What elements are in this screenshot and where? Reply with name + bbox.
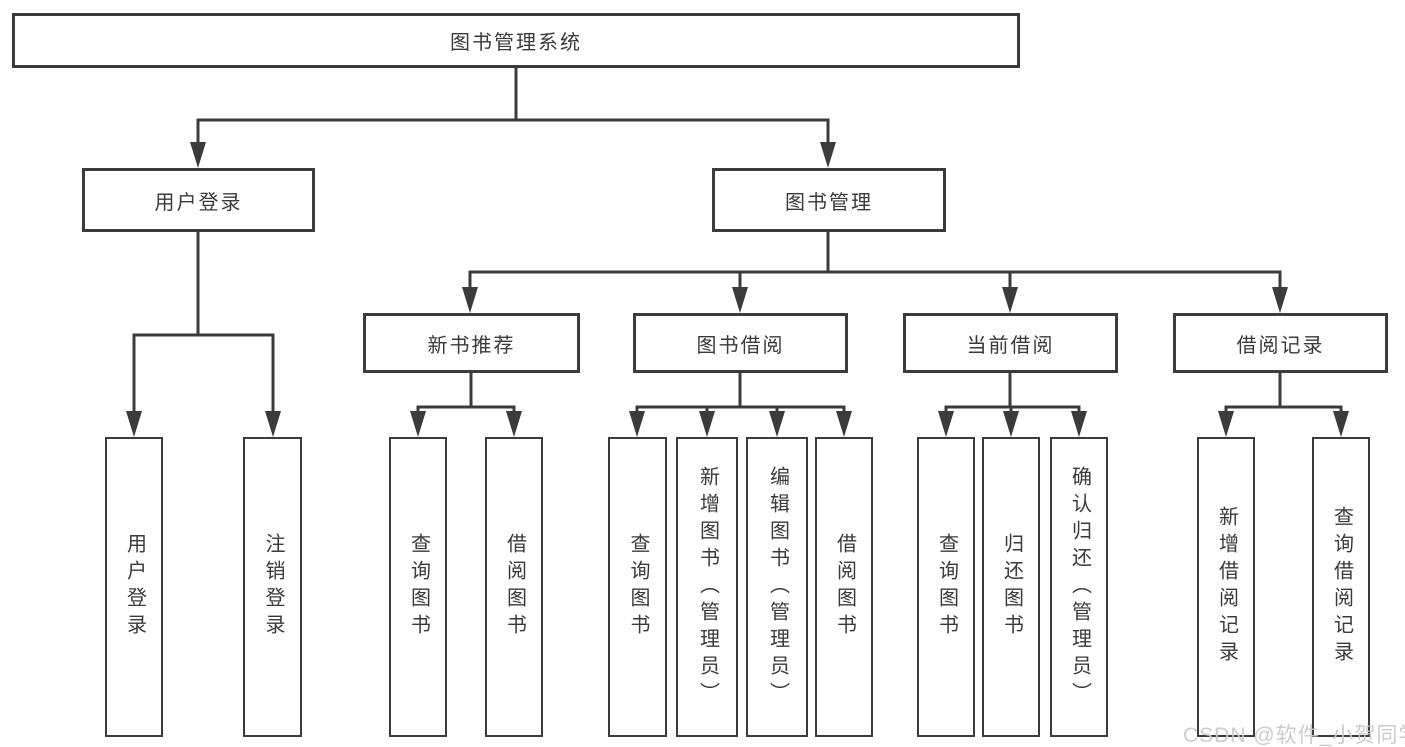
arrowheads xyxy=(126,142,1349,437)
leaf-borrow-query-book: 查询图书 xyxy=(608,437,667,737)
leaf-newrec-borrow-book: 借阅图书 xyxy=(485,437,543,737)
leaf-user-login: 用户登录 xyxy=(105,437,163,737)
node-new-book-recommend: 新书推荐 xyxy=(363,313,580,373)
node-borrow-record: 借阅记录 xyxy=(1173,313,1388,373)
leaf-edit-book-admin: 编辑图书（管理员） xyxy=(746,437,808,737)
leaf-add-borrow-record: 新增借阅记录 xyxy=(1197,437,1255,737)
leaf-logout: 注销登录 xyxy=(243,437,302,737)
leaf-confirm-return-admin: 确认归还（管理员） xyxy=(1050,437,1108,737)
leaf-query-borrow-record: 查询借阅记录 xyxy=(1312,437,1370,737)
leaf-return-book: 归还图书 xyxy=(982,437,1040,737)
node-book-management: 图书管理 xyxy=(712,168,946,232)
leaf-borrow-book: 借阅图书 xyxy=(815,437,873,737)
node-book-borrow: 图书借阅 xyxy=(633,313,848,373)
node-current-borrow: 当前借阅 xyxy=(903,313,1118,373)
leaf-current-query-book: 查询图书 xyxy=(917,437,975,737)
node-root-system: 图书管理系统 xyxy=(12,13,1020,68)
leaf-add-book-admin: 新增图书（管理员） xyxy=(676,437,738,737)
node-user-login: 用户登录 xyxy=(82,168,315,232)
csdn-watermark: CSDN @软件_小贺同学 xyxy=(1183,724,1405,747)
leaf-newrec-query-book: 查询图书 xyxy=(389,437,447,737)
